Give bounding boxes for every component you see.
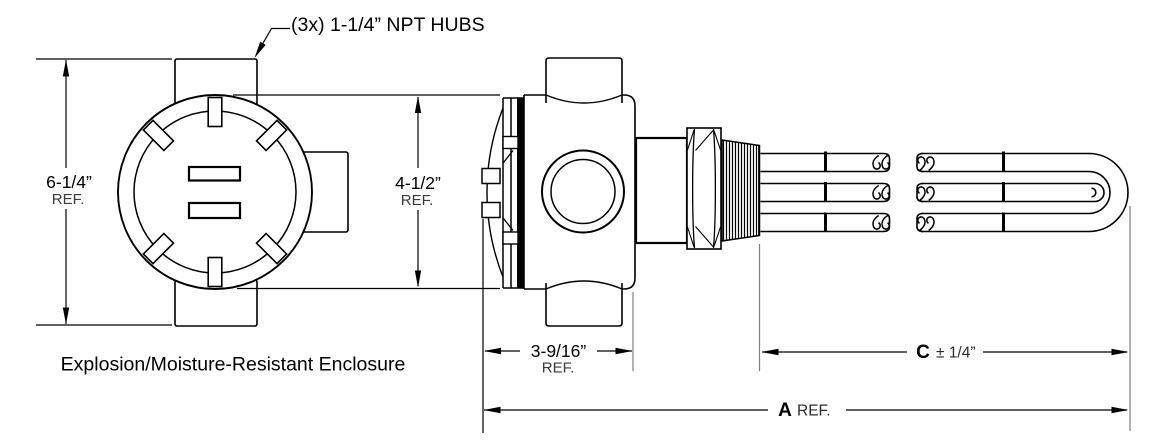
- cover-tab: [481, 167, 501, 185]
- heater-element: [760, 151, 1129, 233]
- dimension-arrow: [414, 270, 422, 288]
- side-bottom-hub: [545, 283, 623, 327]
- dimension-arrow: [615, 347, 633, 355]
- pipe-neck: [634, 136, 689, 245]
- dimension-value: 4-1/2”: [395, 173, 441, 193]
- cover-lugs: [142, 96, 288, 288]
- thread-hatch: [722, 140, 760, 241]
- dimension-arrow: [414, 96, 422, 113]
- dimension-letter: A: [778, 400, 792, 421]
- dimension-letter: C: [916, 342, 930, 363]
- cover-tab: [481, 201, 501, 219]
- cover-lug: [255, 232, 288, 265]
- tube-break-cap: [883, 152, 891, 233]
- drawing-caption: Explosion/Moisture-Resistant Enclosure: [61, 354, 406, 376]
- dimension-ref: REF.: [542, 360, 575, 377]
- hex-chamfer-lines: [686, 129, 722, 248]
- cover-notch-tick: [502, 150, 514, 231]
- dimension-value: 6-1/4”: [46, 172, 92, 192]
- npt-threads: [721, 139, 761, 242]
- callout-npt-hubs: (3x) 1-1/4” NPT HUBS: [254, 14, 485, 58]
- dimension-arrow: [62, 307, 70, 325]
- element-u-bend: [1088, 152, 1129, 233]
- dimension-arrow: [1111, 348, 1129, 356]
- tube-break-cap: [916, 152, 924, 233]
- dimension-ref: REF.: [797, 403, 831, 420]
- break-squiggles: [872, 154, 935, 232]
- extension-line: [36, 58, 172, 326]
- break-squiggle: [926, 216, 935, 232]
- dim-front-height: 6-1/4” REF.: [36, 58, 172, 326]
- break-squiggle: [917, 156, 926, 172]
- dimension-arrow: [484, 347, 501, 355]
- terminal-slot: [187, 201, 242, 220]
- hex-facet-lines: [691, 128, 717, 249]
- cover-dome-arc: [486, 107, 504, 278]
- dim-hub-depth: 3-9/16” REF.: [484, 341, 633, 377]
- hub-opening-inner: [550, 158, 616, 225]
- cover-lug: [207, 96, 223, 128]
- cover-notch: [502, 135, 519, 150]
- terminal-slot: [187, 165, 242, 182]
- dimension-arrow: [483, 406, 501, 414]
- break-squiggle: [872, 184, 881, 200]
- dimension-ref: REF.: [401, 192, 434, 209]
- break-squiggle: [881, 214, 890, 230]
- hex-nut: [686, 127, 722, 250]
- break-squiggle: [872, 214, 881, 230]
- element-tubes-segment-1: [760, 152, 884, 233]
- break-squiggle: [917, 216, 926, 232]
- callout-text: (3x) 1-1/4” NPT HUBS: [291, 14, 485, 36]
- cover-plate: [502, 97, 524, 289]
- dim-overall-length: A REF.: [483, 400, 1129, 421]
- cover-lug: [142, 232, 175, 265]
- element-tubes-segment-2: [921, 152, 1095, 233]
- extension-line: [233, 94, 500, 290]
- leader-arrow: [254, 41, 266, 58]
- dimension-ref: REF.: [52, 191, 85, 208]
- break-squiggle: [917, 186, 926, 202]
- dim-side-height: 4-1/2” REF.: [233, 94, 500, 290]
- break-squiggle: [926, 156, 935, 172]
- dimension-arrow: [1111, 406, 1129, 414]
- hub-intersection-arcs: [545, 94, 623, 290]
- break-squiggle: [881, 184, 890, 200]
- break-squiggle: [881, 154, 890, 170]
- dimension-value: 3-9/16”: [531, 341, 587, 361]
- break-squiggle: [872, 154, 881, 170]
- cover-side: [481, 97, 524, 289]
- gasket-bar: [517, 98, 524, 288]
- dimension-tolerance: ± 1/4”: [936, 345, 976, 362]
- cover-notch: [502, 231, 519, 245]
- dim-immersion-length: C ± 1/4”: [761, 342, 1129, 363]
- cover-lug: [142, 119, 175, 152]
- extension-lines: [482, 206, 1131, 433]
- break-squiggle: [926, 186, 935, 202]
- dimension-arrow: [62, 59, 70, 77]
- dimension-arrow: [761, 348, 779, 356]
- side-top-hub: [545, 57, 623, 103]
- side-view: [481, 57, 761, 327]
- front-view: [117, 58, 349, 327]
- hub-opening-outer: [541, 149, 625, 234]
- cover-lug: [207, 256, 223, 288]
- cover-lug: [255, 119, 288, 152]
